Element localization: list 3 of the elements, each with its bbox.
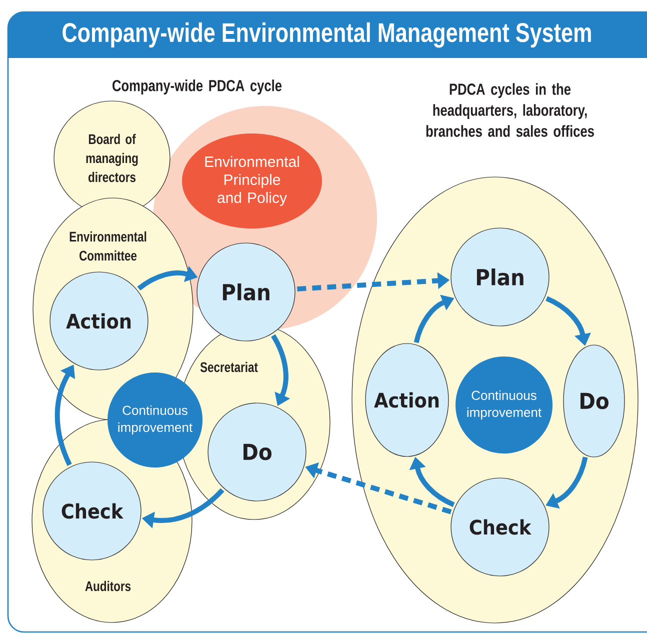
heading: Company-wide PDCA cycle — [112, 80, 282, 94]
title-banner: Company-wide Environmental Management System — [8, 12, 647, 58]
heading: PDCA cycles in the headquarters, laboratory, branches and sales offices — [426, 83, 594, 137]
